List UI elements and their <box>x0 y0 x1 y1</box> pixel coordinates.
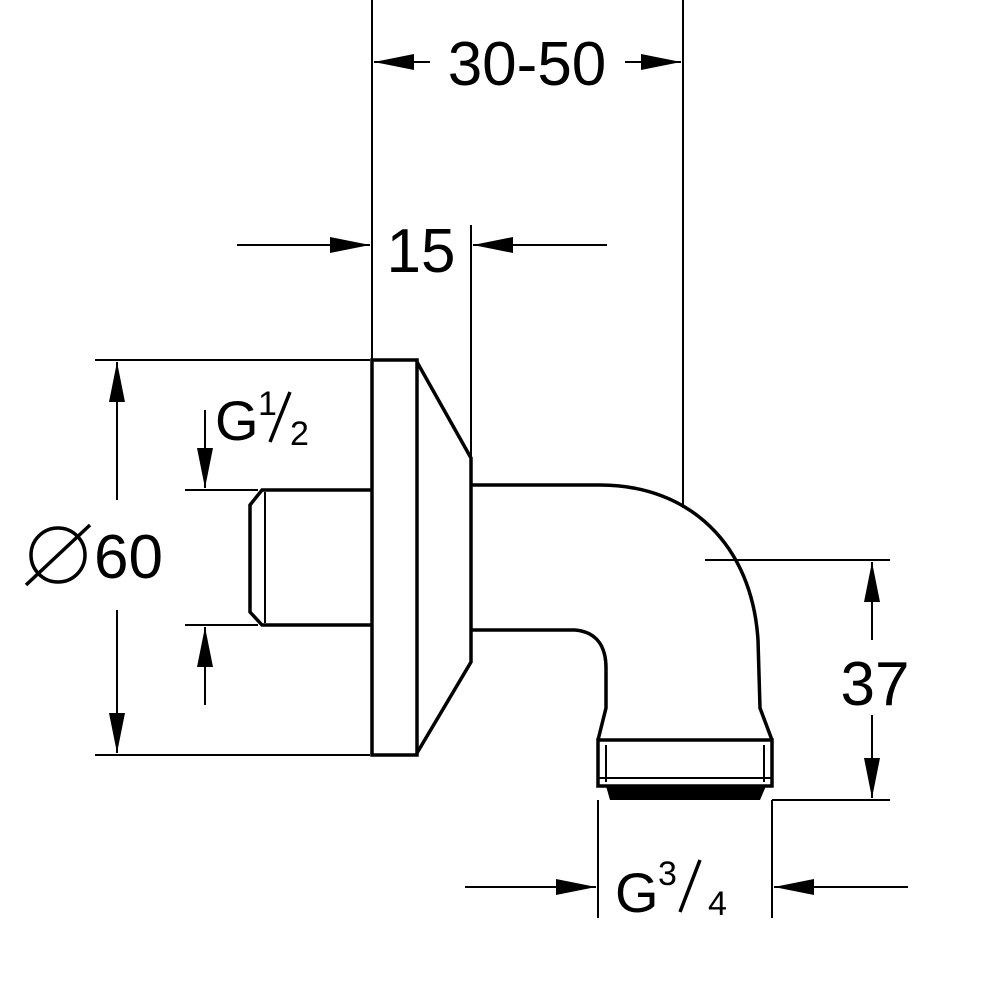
svg-text:G: G <box>615 861 659 924</box>
elbow-outer <box>471 483 774 741</box>
outlet-thread-label: G 3 4 <box>615 855 727 924</box>
svg-text:G: G <box>215 389 259 452</box>
svg-text:4: 4 <box>708 885 727 923</box>
dim-outlet-height: 37 <box>841 650 910 719</box>
inlet-thread-label: G 1 2 <box>215 385 309 453</box>
inlet-thread <box>248 488 372 627</box>
extension-lines <box>95 0 890 918</box>
svg-text:3: 3 <box>658 855 677 893</box>
flange-taper <box>415 361 473 754</box>
dimension-arrows <box>109 54 908 895</box>
svg-text:2: 2 <box>290 415 309 453</box>
flange <box>370 358 419 757</box>
dim-flange-depth: 15 <box>387 217 456 286</box>
svg-text:60: 60 <box>94 523 163 592</box>
wall-elbow-part <box>248 358 774 800</box>
outlet-nut <box>596 738 774 788</box>
elbow-inner <box>471 628 608 741</box>
outlet-seal <box>606 786 766 800</box>
dim-projection: 30-50 <box>448 30 607 99</box>
svg-text:1: 1 <box>258 385 277 423</box>
diameter-label: 60 <box>24 523 163 592</box>
